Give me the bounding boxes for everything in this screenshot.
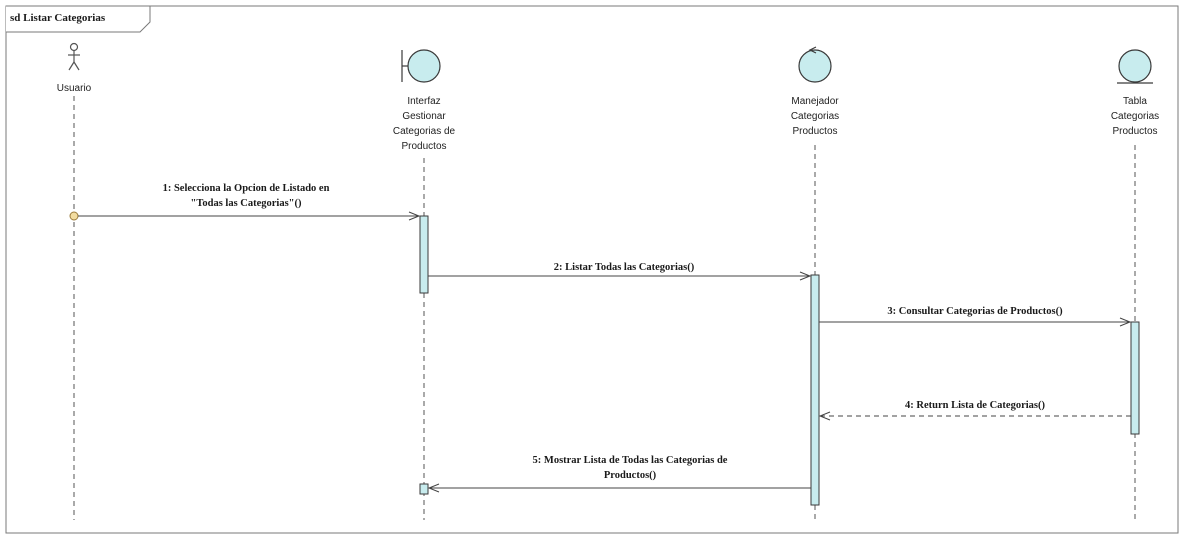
participant-usuario[interactable]: Usuario [57,42,92,95]
entity-icon [1117,49,1153,84]
participant-label: Manejador [791,96,839,107]
message-label: Productos() [604,470,657,481]
participant-label: Productos [792,126,837,137]
message-origin-circle [69,211,79,221]
participant-manejador[interactable]: Manejador Categorias Productos [791,46,839,137]
activation-bar-tabla [1130,321,1140,435]
message-label: 3: Consultar Categorias de Productos() [887,306,1063,317]
participant-label: Productos [401,141,446,152]
frame-tab [6,5,151,33]
message-4[interactable]: 4: Return Lista de Categorias() [820,400,1131,416]
message-2[interactable]: 2: Listar Todas las Categorias() [428,262,810,276]
participant-label: Categorias de [393,126,456,137]
frame-title: sd Listar Categorias [10,12,106,24]
activation-bar-interfaz-end [419,483,429,495]
participant-label: Gestionar [402,111,446,122]
message-label: 4: Return Lista de Categorias() [905,400,1045,411]
message-label: 5: Mostrar Lista de Todas las Categorias… [533,455,728,466]
actor-icon [68,42,80,71]
frame-border [5,5,1179,534]
control-icon [798,46,832,83]
diagram-frame: sd Listar Categorias [5,5,1179,534]
participant-label: Productos [1112,126,1157,137]
message-label: 2: Listar Todas las Categorias() [554,262,695,273]
activation-bar-interfaz [419,215,429,294]
participant-label: Usuario [57,83,92,94]
message-label: 1: Selecciona la Opcion de Listado en [163,183,330,194]
participant-label: Categorias [1111,111,1159,122]
participant-label: Tabla [1123,96,1147,107]
participant-interfaz[interactable]: Interfaz Gestionar Categorias de Product… [393,49,456,152]
participant-label: Categorias [791,111,839,122]
message-label: "Todas las Categorias"() [190,198,302,209]
participant-label: Interfaz [407,96,440,107]
participant-tabla[interactable]: Tabla Categorias Productos [1111,49,1159,137]
boundary-icon [401,49,441,83]
message-5[interactable]: 5: Mostrar Lista de Todas las Categorias… [429,455,811,488]
message-3[interactable]: 3: Consultar Categorias de Productos() [819,306,1130,322]
activation-bar-manejador [810,274,820,506]
message-1[interactable]: 1: Selecciona la Opcion de Listado en "T… [78,183,419,216]
